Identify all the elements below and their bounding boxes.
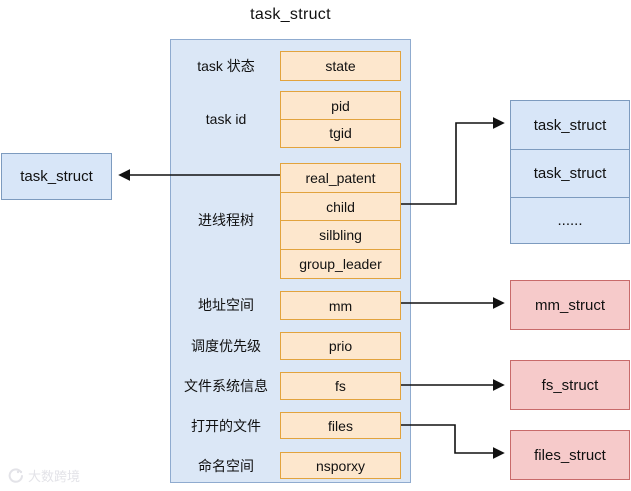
stack-row-task-struct-1: task_struct — [510, 100, 630, 150]
row-label-sched-priority: 调度优先级 — [191, 338, 261, 354]
files-struct-node: files_struct — [510, 430, 630, 480]
fs-struct-node: fs_struct — [510, 360, 630, 410]
field-tgid: tgid — [280, 118, 401, 148]
field-child: child — [280, 191, 401, 222]
row-label-address-space: 地址空间 — [198, 297, 254, 313]
watermark: 大数跨境 — [8, 466, 80, 485]
field-silbling: silbling — [280, 220, 401, 250]
row-label-process-tree: 进线程树 — [198, 212, 254, 228]
field-group-leader: group_leader — [280, 248, 401, 279]
field-files: files — [280, 412, 401, 439]
arrow-child-to-right-task-struct — [401, 117, 505, 205]
diagram-title: task_struct — [250, 6, 331, 23]
field-pid: pid — [280, 91, 401, 120]
stack-row-task-struct-2: task_struct — [510, 148, 630, 199]
field-mm: mm — [280, 291, 401, 320]
field-prio: prio — [280, 332, 401, 360]
field-state: state — [280, 51, 401, 81]
row-label-namespace: 命名空间 — [198, 458, 254, 474]
row-label-task-state: task 状态 — [197, 58, 255, 74]
arrow-files-to-files-struct — [401, 424, 505, 459]
row-label-fs-info: 文件系统信息 — [184, 378, 268, 394]
row-label-open-files: 打开的文件 — [191, 418, 261, 434]
right-task-struct-stack: task_struct task_struct ...... — [510, 100, 630, 244]
field-nsporxy: nsporxy — [280, 452, 401, 479]
field-real-patent: real_patent — [280, 163, 401, 193]
watermark-logo-icon — [8, 467, 23, 483]
row-label-task-id: task id — [205, 111, 247, 127]
watermark-text: 大数跨境 — [28, 469, 81, 484]
mm-struct-node: mm_struct — [510, 280, 630, 330]
field-fs: fs — [280, 372, 401, 400]
stack-row-ellipsis: ...... — [510, 197, 630, 244]
left-task-struct-node: task_struct — [1, 153, 112, 200]
task-struct-container: task 状态 task id 进线程树 地址空间 调度优先级 文件系统信息 打… — [170, 39, 411, 483]
